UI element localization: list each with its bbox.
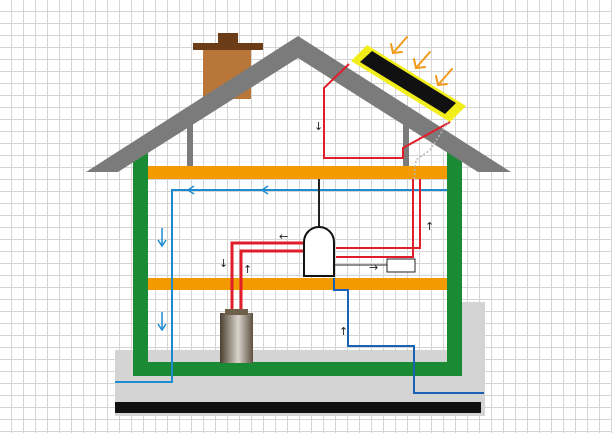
arrow-down-icon (157, 228, 167, 248)
arrow-down-icon (157, 312, 167, 332)
attic-post-right (403, 120, 409, 166)
hot-water-tank (303, 226, 335, 277)
arrow-up-icon: ↑ (243, 263, 252, 276)
flow-direction-arrows: ↓ ← ↓ ↑ → ↑ ↑ (219, 120, 434, 338)
boiler-body (220, 313, 253, 363)
collector-return-dotted (413, 121, 449, 180)
roof (86, 36, 511, 172)
arrow-up-icon: ↑ (339, 325, 348, 338)
solar-collector (351, 45, 466, 122)
wall-left (133, 148, 148, 376)
wall-bottom (133, 362, 462, 376)
cold-flow-arrows (157, 185, 288, 332)
arrow-left-icon (260, 185, 288, 195)
boiler (220, 309, 253, 363)
chimney-cap-top (218, 33, 238, 44)
heat-exchanger (386, 258, 416, 273)
attic-floor (148, 166, 447, 179)
cold-water-pipe (115, 189, 447, 383)
sun-rays (390, 36, 453, 87)
boiler-top (225, 309, 248, 315)
upper-floor (148, 278, 447, 290)
arrow-left-icon (186, 185, 214, 195)
wall-right (447, 148, 462, 376)
collector-panel (360, 51, 456, 114)
solar-loop-pipe (323, 63, 451, 258)
arrow-down-icon: ↓ (219, 257, 228, 270)
arrow-right-icon: → (369, 261, 378, 274)
sun-ray-icon (413, 51, 431, 70)
attic-post-left (187, 120, 193, 166)
house-walls (133, 148, 462, 376)
chimney-cap (193, 43, 263, 50)
arrow-down-icon: ↓ (314, 120, 323, 133)
supply-pipe (333, 278, 484, 394)
sun-ray-icon (390, 36, 408, 55)
arrow-left-icon: ← (279, 230, 288, 243)
sun-ray-icon (435, 68, 453, 87)
boiler-pipes (230, 241, 304, 312)
foundation-strip (115, 402, 481, 413)
arrow-up-icon: ↑ (425, 220, 434, 233)
